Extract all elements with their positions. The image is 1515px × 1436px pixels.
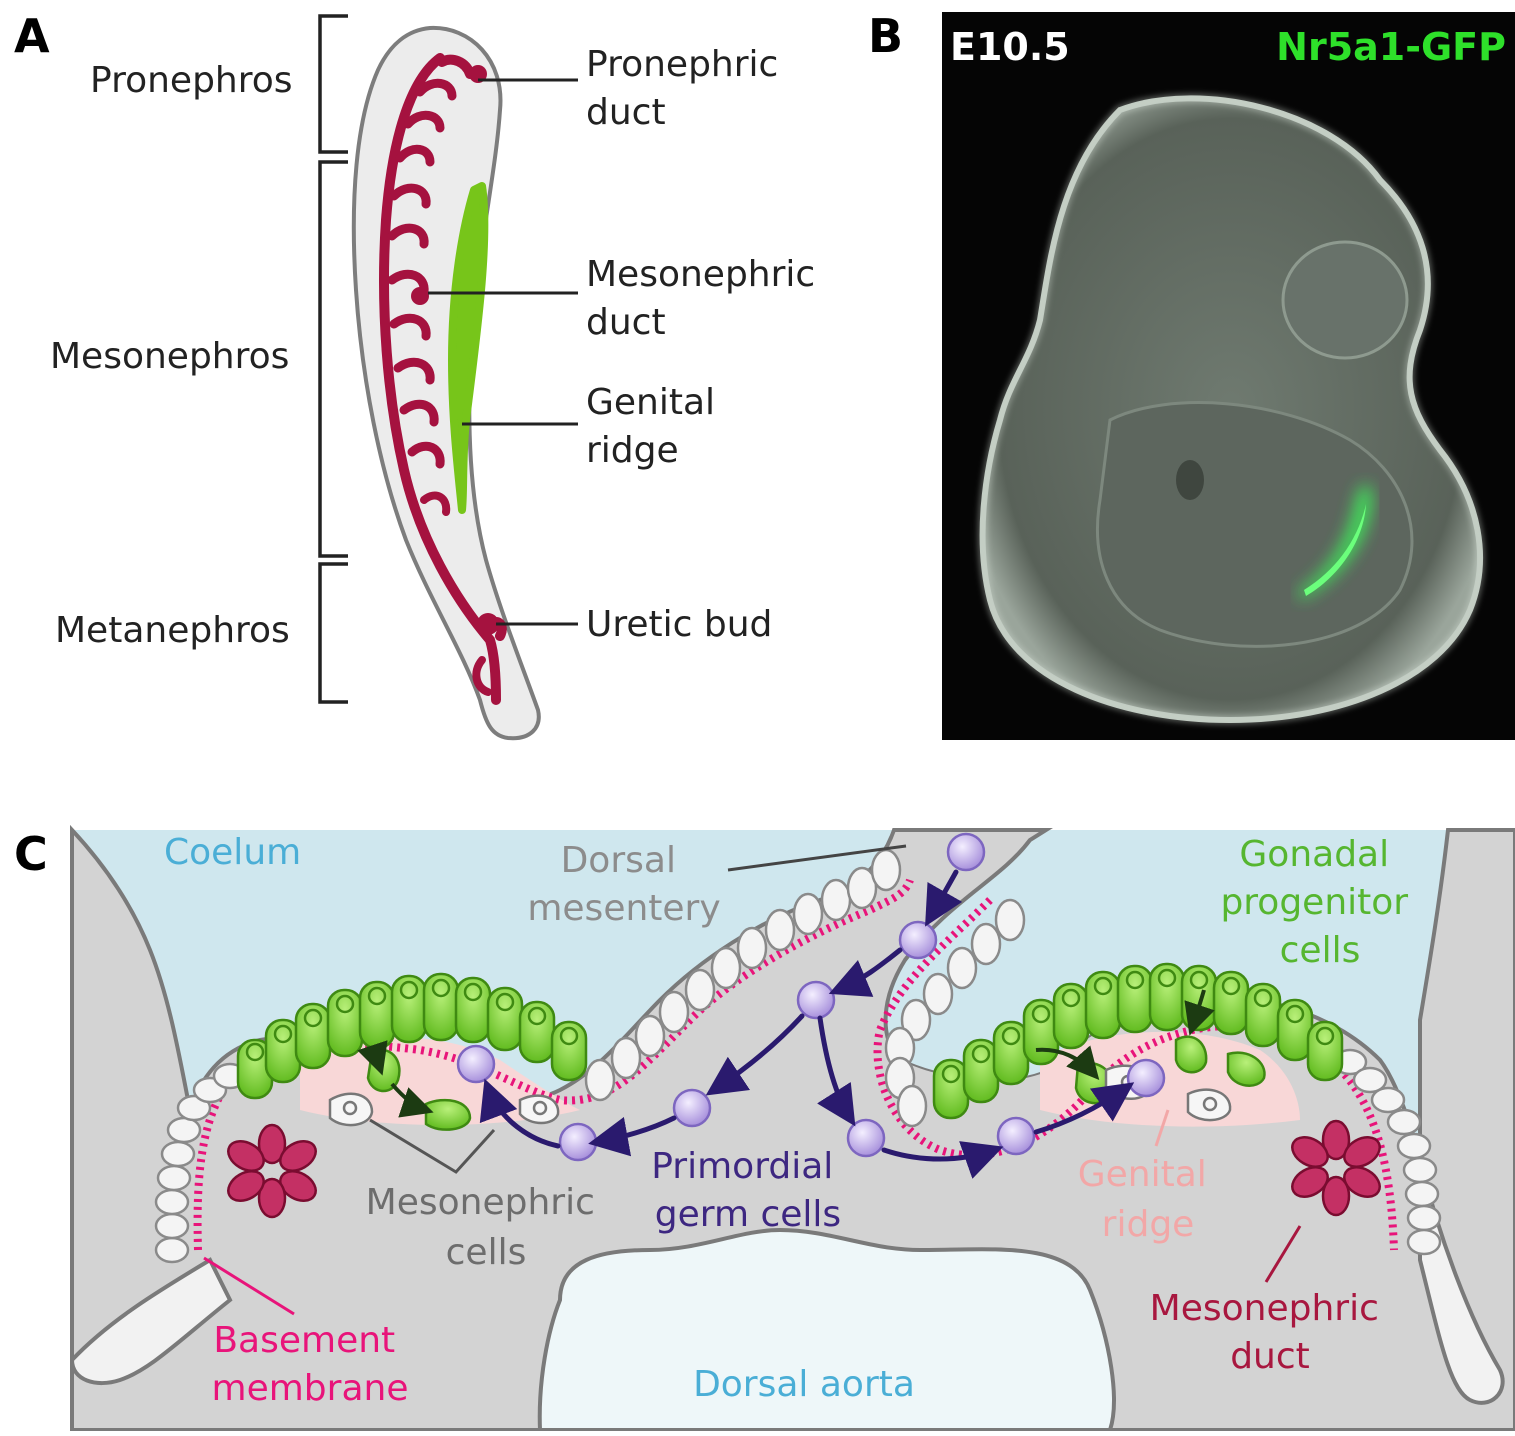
dorsal-aorta-label: Dorsal aorta — [693, 1364, 915, 1405]
panel-c: C — [14, 827, 1515, 1430]
urogenital-body — [354, 28, 539, 738]
gonadal-progenitor-line2: progenitor — [1220, 882, 1408, 923]
genital-ridge-label-a: Genital ridge — [586, 382, 727, 471]
genital-ridge-a-line2: ridge — [586, 430, 679, 471]
marker-label: Nr5a1-GFP — [1276, 25, 1506, 69]
metanephros-bracket — [320, 564, 348, 702]
mesonephric-duct-c-line1: Mesonephric — [1150, 1288, 1379, 1329]
pronephric-duct-line1: Pronephric — [586, 44, 778, 85]
panel-a: A Pronephros Mesonephros Metanephros — [14, 9, 827, 738]
metanephros-label: Metanephros — [55, 610, 290, 651]
gonadal-progenitor-line1: Gonadal — [1239, 834, 1389, 875]
panel-b-letter: B — [868, 9, 903, 63]
mesonephric-duct-line2: duct — [586, 302, 666, 343]
pronephric-duct-line2: duct — [586, 92, 666, 133]
migrating-progenitor-2 — [426, 1100, 470, 1130]
gonadal-progenitor-line3: cells — [1280, 930, 1361, 971]
migrating-progenitor-4 — [1176, 1037, 1206, 1073]
uretic-bud-label: Uretic bud — [586, 604, 772, 645]
mesonephric-cells-line2: cells — [446, 1232, 527, 1273]
pronephric-duct-label: Pronephric duct — [586, 44, 790, 133]
pronephros-label: Pronephros — [90, 60, 293, 101]
panel-b: B E10.5 Nr5a1-GFP — [868, 9, 1515, 740]
dorsal-mesentery-line1: Dorsal — [561, 840, 676, 881]
genital-ridge-c-line2: ridge — [1102, 1204, 1195, 1245]
genital-ridge-c-line1: Genital — [1078, 1154, 1207, 1195]
mesonephric-duct-c-line2: duct — [1230, 1336, 1310, 1377]
pgc-line1: Primordial — [651, 1146, 833, 1187]
basement-membrane-line1: Basement — [213, 1320, 395, 1361]
pronephros-bracket — [320, 16, 348, 152]
mesonephros-bracket — [320, 162, 348, 556]
genital-ridge-a-line1: Genital — [586, 382, 715, 423]
mesonephric-duct-node — [411, 287, 429, 305]
mesonephros-label: Mesonephros — [50, 336, 289, 377]
panel-c-letter: C — [14, 827, 48, 881]
mesonephric-cells-line1: Mesonephric — [366, 1182, 595, 1223]
dorsal-mesentery-line2: mesentery — [527, 888, 720, 929]
stage-label: E10.5 — [950, 25, 1070, 69]
mesonephric-duct-line1: Mesonephric — [586, 254, 815, 295]
uretic-bud-node — [477, 613, 499, 635]
dark-spot — [1176, 460, 1204, 500]
pgc-line2: germ cells — [655, 1194, 841, 1235]
panel-a-letter: A — [14, 9, 50, 63]
optic-region — [1283, 242, 1407, 358]
basement-membrane-line2: membrane — [212, 1368, 409, 1409]
mesonephric-duct-label: Mesonephric duct — [586, 254, 827, 343]
coelum-label: Coelum — [164, 832, 301, 873]
